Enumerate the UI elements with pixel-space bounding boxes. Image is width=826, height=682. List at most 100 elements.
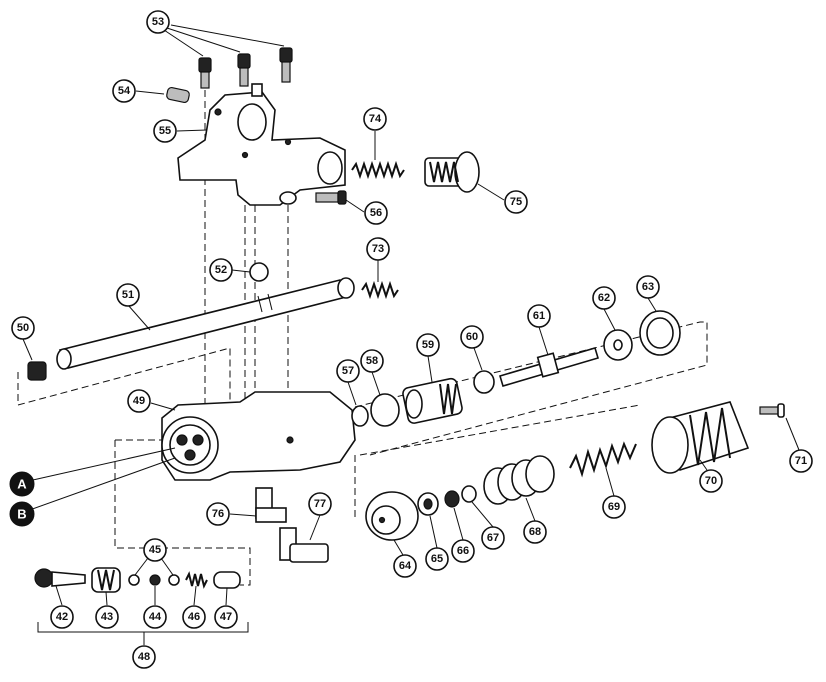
callout-42: 42 <box>50 605 74 629</box>
spring-69 <box>569 441 637 478</box>
spring-73 <box>361 280 399 300</box>
elbow-fitting-77 <box>279 527 329 563</box>
washer-67 <box>461 485 477 503</box>
callout-71: 71 <box>789 449 813 473</box>
cap-screw-53-left <box>198 57 212 89</box>
screw-56 <box>315 190 347 205</box>
nut-50 <box>27 361 47 381</box>
spring-74 <box>351 160 405 180</box>
plug-47 <box>213 571 241 589</box>
callout-76-label: 76 <box>212 508 224 520</box>
callout-64: 64 <box>393 554 417 578</box>
callout-45-label: 45 <box>149 544 161 556</box>
callout-68: 68 <box>523 520 547 544</box>
callout-44-label: 44 <box>149 611 162 623</box>
callout-74-label: 74 <box>369 113 382 125</box>
elbow-fitting-76 <box>255 487 287 523</box>
callout-74: 74 <box>363 107 387 131</box>
callout-58: 58 <box>360 349 384 373</box>
cylinder-70 <box>651 401 750 474</box>
callout-55-label: 55 <box>159 125 171 137</box>
spindle-61 <box>499 347 599 387</box>
callout-45: 45 <box>143 538 167 562</box>
valve-stem-42 <box>34 568 86 588</box>
callout-50: 50 <box>11 316 35 340</box>
callout-66: 66 <box>451 539 475 563</box>
callout-75: 75 <box>504 190 528 214</box>
bracket-55 <box>177 83 346 206</box>
cap-screw-53-right <box>279 47 293 83</box>
bearing-63 <box>639 310 681 356</box>
callout-43: 43 <box>95 605 119 629</box>
cap-64 <box>365 491 419 541</box>
tube-51 <box>56 277 355 370</box>
callout-46: 46 <box>182 605 206 629</box>
callout-77-label: 77 <box>314 498 326 510</box>
callout-60-label: 60 <box>466 331 478 343</box>
washer-62 <box>603 329 633 361</box>
callout-50-label: 50 <box>17 322 29 334</box>
callout-73: 73 <box>366 237 390 261</box>
callout-49: 49 <box>127 389 151 413</box>
callout-53: 53 <box>146 10 170 34</box>
callout-62-label: 62 <box>598 292 610 304</box>
callout-59: 59 <box>416 333 440 357</box>
callout-48: 48 <box>132 645 156 669</box>
callout-67: 67 <box>481 526 505 550</box>
housing-49 <box>161 391 356 481</box>
ring-57 <box>351 405 369 427</box>
marker-a: A <box>9 471 35 497</box>
callout-71-label: 71 <box>795 455 807 467</box>
callout-61-label: 61 <box>533 310 545 322</box>
callout-54: 54 <box>112 79 136 103</box>
cap-screw-53-middle <box>237 53 251 87</box>
callout-51: 51 <box>116 283 140 307</box>
callout-61: 61 <box>527 304 551 328</box>
spring-housing-43 <box>91 567 121 593</box>
marker-a-label: A <box>17 477 27 492</box>
callout-57-label: 57 <box>342 365 354 377</box>
set-screw-54 <box>166 86 190 104</box>
callout-77: 77 <box>308 492 332 516</box>
callout-56-label: 56 <box>370 207 382 219</box>
callout-48-label: 48 <box>138 651 150 663</box>
callout-46-label: 46 <box>188 611 200 623</box>
callout-65-label: 65 <box>431 553 443 565</box>
nut-66 <box>444 490 460 508</box>
callout-65: 65 <box>425 547 449 571</box>
callout-52: 52 <box>209 258 233 282</box>
callout-55: 55 <box>153 119 177 143</box>
callout-62: 62 <box>592 286 616 310</box>
spring-68 <box>483 455 555 505</box>
callout-73-label: 73 <box>372 243 384 255</box>
o-ring-60 <box>473 370 495 394</box>
ball-44 <box>128 574 180 586</box>
callout-75-label: 75 <box>510 196 522 208</box>
callout-69: 69 <box>602 495 626 519</box>
callout-57: 57 <box>336 359 360 383</box>
callout-56: 56 <box>364 201 388 225</box>
callout-69-label: 69 <box>608 501 620 513</box>
callout-52-label: 52 <box>215 264 227 276</box>
screw-71 <box>759 403 785 418</box>
valve-body-59 <box>402 377 463 424</box>
callout-49-label: 49 <box>133 395 145 407</box>
callout-59-label: 59 <box>422 339 434 351</box>
marker-b-label: B <box>17 507 26 522</box>
callout-58-label: 58 <box>366 355 378 367</box>
callout-64-label: 64 <box>399 560 412 572</box>
callout-70-label: 70 <box>705 475 717 487</box>
callout-51-label: 51 <box>122 289 134 301</box>
marker-b: B <box>9 501 35 527</box>
callout-42-label: 42 <box>56 611 68 623</box>
callout-70: 70 <box>699 469 723 493</box>
callout-47: 47 <box>214 605 238 629</box>
callout-63: 63 <box>636 275 660 299</box>
callout-63-label: 63 <box>642 281 654 293</box>
nut-65 <box>417 492 439 516</box>
callout-66-label: 66 <box>457 545 469 557</box>
o-ring-58 <box>370 393 400 427</box>
callout-43-label: 43 <box>101 611 113 623</box>
callout-67-label: 67 <box>487 532 499 544</box>
